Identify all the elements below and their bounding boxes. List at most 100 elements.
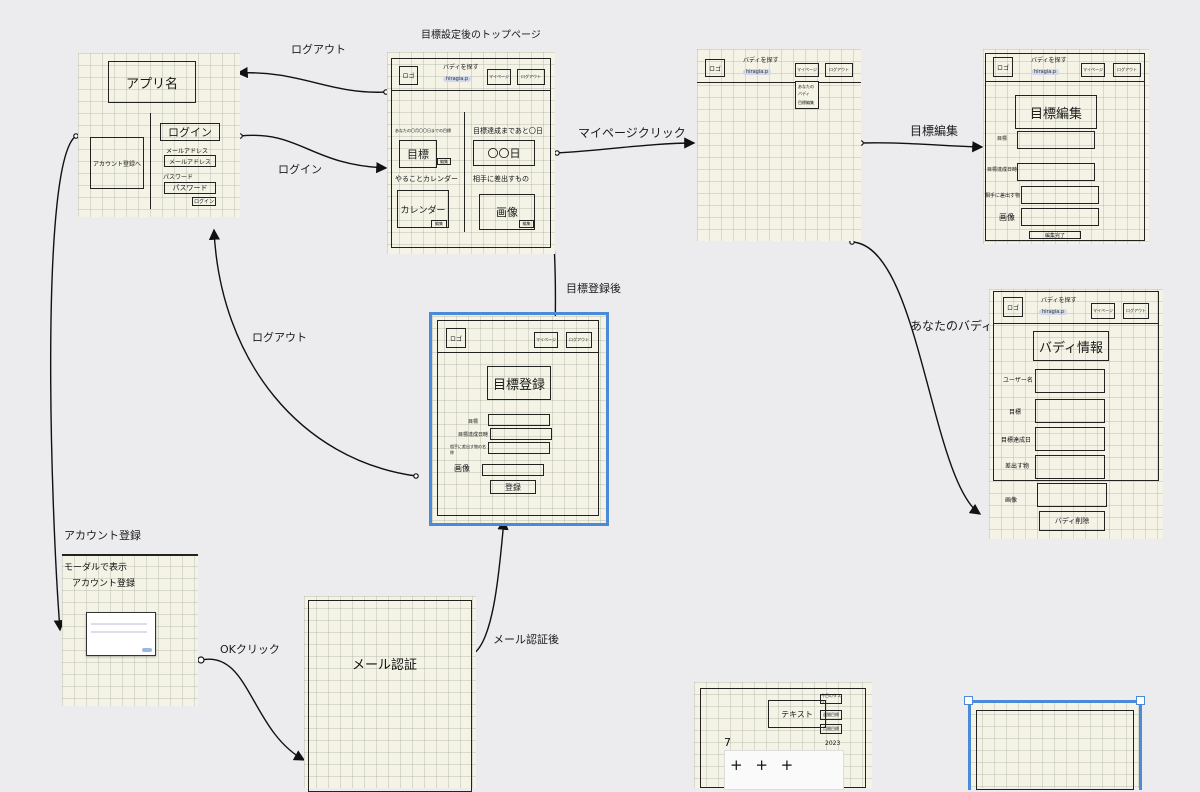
image-field <box>1037 483 1107 507</box>
edge-label-login: ログイン <box>278 163 322 176</box>
logout-button[interactable]: ログアウト <box>566 332 592 348</box>
frame-mypage[interactable]: ロゴ バディを探す hiragia.p マイページ ログアウト あなたの バディ… <box>697 49 861 241</box>
find-buddy-link[interactable]: バディを探す <box>1041 297 1077 304</box>
mypage-button[interactable]: マイページ <box>534 332 558 348</box>
modal-ok-button[interactable] <box>142 648 152 652</box>
search-input[interactable]: hiragia.p <box>1031 69 1060 75</box>
register-submit-button[interactable]: 登録 <box>490 480 536 494</box>
modal-title: アカウント登録 <box>72 579 136 589</box>
mypage-button[interactable]: マイページ <box>1081 63 1105 77</box>
image-box: 画像 <box>479 194 535 230</box>
resize-handle-tl[interactable] <box>964 696 973 705</box>
offer-label: 差出す物 <box>1005 463 1030 470</box>
offer-label: 相手に差出すもの <box>473 175 529 183</box>
calendar-edit-button[interactable]: 編集 <box>431 220 447 228</box>
date-field[interactable] <box>490 428 552 440</box>
header-divider <box>985 81 1145 82</box>
today-task-button[interactable]: 今日のタスク <box>820 693 842 704</box>
user-field <box>1035 369 1105 393</box>
mail-field[interactable]: メールアドレス <box>164 155 216 167</box>
frame-calendar[interactable]: テキスト 今日のタスク 週間目標 月間目標 7 2023 + + + <box>694 682 872 790</box>
edge-ok <box>200 658 306 761</box>
date-field[interactable] <box>1017 163 1095 181</box>
search-input[interactable]: hiragia.p <box>1039 309 1068 315</box>
edge-goal-edit <box>860 141 984 153</box>
monthly-goal-button[interactable]: 月間目標 <box>820 724 842 734</box>
edge-label-logout-top: ログアウト <box>291 43 346 56</box>
logout-button[interactable]: ログアウト <box>1113 63 1141 77</box>
goal-field[interactable] <box>488 414 550 426</box>
login-title: ログイン <box>160 123 220 141</box>
goal-label: 目標 <box>997 136 1008 142</box>
edge-label-account: アカウント登録 <box>64 529 141 542</box>
edge-label-logout-mid: ログアウト <box>252 331 307 344</box>
frame-goal-edit[interactable]: ロゴ バディを探す hiragia.p マイページ ログアウト 目標編集 目標 … <box>983 49 1149 244</box>
frame-goal-register[interactable]: ロゴ マイページ ログアウト 目標登録 目標 目標達成日時 相手に差出す物の名称… <box>432 316 608 524</box>
date-label: 目標達成日時 <box>987 167 1018 173</box>
modal-dialog[interactable] <box>86 612 156 656</box>
frame-mail-auth[interactable]: メール認証 <box>304 596 476 792</box>
edge-account <box>49 135 77 632</box>
remain-label: あなたの〇月〇〇日までの目標 <box>395 128 451 133</box>
edge-label-ok: OKクリック <box>220 643 280 656</box>
logout-button[interactable]: ログアウト <box>517 69 545 85</box>
find-buddy-link[interactable]: バディを探す <box>1031 57 1067 64</box>
calendar-year: 2023 <box>825 740 841 747</box>
mypage-dropdown: あなたの バディ 目標編集 <box>795 81 819 109</box>
menu-buddy[interactable]: バディ <box>798 91 810 96</box>
edge-mypage <box>556 137 696 154</box>
weekly-goal-button[interactable]: 週間目標 <box>820 710 842 720</box>
mail-outline <box>308 600 472 792</box>
register-outline <box>437 320 599 516</box>
search-input[interactable]: hiragia.p <box>743 69 772 75</box>
modal-topbar <box>62 554 198 556</box>
search-input[interactable]: hiragia.p <box>443 76 472 82</box>
resize-handle-tr[interactable] <box>1136 696 1145 705</box>
offer-field[interactable] <box>488 442 550 454</box>
modal-note: モーダルで表示 <box>64 563 128 573</box>
login-button[interactable]: ログイン <box>192 197 216 206</box>
image-edit-button[interactable]: 編集 <box>519 220 534 228</box>
find-buddy-link[interactable]: バディを探す <box>743 57 779 64</box>
mypage-button[interactable]: マイページ <box>795 63 819 77</box>
user-label: ユーザー名 <box>1003 377 1033 384</box>
mail-label: メールアドレス <box>166 148 209 155</box>
logo-box: ロゴ <box>1003 297 1023 317</box>
image-field[interactable] <box>482 464 544 476</box>
image-label: 画像 <box>454 464 470 473</box>
account-register-button[interactable]: アカウント登録へ <box>90 137 144 189</box>
mypage-button[interactable]: マイページ <box>487 69 511 85</box>
edge-login <box>239 134 388 174</box>
frame-login[interactable]: アプリ名 アカウント登録へ ログイン メールアドレス メールアドレス パスワード… <box>78 53 240 217</box>
logout-button[interactable]: ログアウト <box>825 63 853 77</box>
menu-your[interactable]: あなたの <box>798 84 814 89</box>
text-box: テキスト <box>768 700 826 728</box>
edit-outline <box>985 53 1145 241</box>
goal-edit-button[interactable]: 編集 <box>437 158 451 165</box>
find-buddy-link[interactable]: バディを探す <box>443 64 479 71</box>
image-label: 画像 <box>1005 497 1018 504</box>
mypage-button[interactable]: マイページ <box>1091 303 1115 319</box>
edge-buddy <box>851 241 982 515</box>
menu-goal-edit[interactable]: 目標編集 <box>798 100 814 105</box>
buddy-delete-button[interactable]: バディ削除 <box>1039 511 1105 531</box>
header-divider <box>391 90 551 91</box>
top-page-outline <box>391 58 551 248</box>
app-name-box: アプリ名 <box>108 61 196 103</box>
frame-empty[interactable] <box>970 702 1140 790</box>
pw-field[interactable]: パスワード <box>164 182 216 194</box>
selection-outline-2 <box>968 700 1142 790</box>
goal-field[interactable] <box>1017 131 1095 149</box>
image-field[interactable] <box>1021 208 1099 226</box>
frame-account-modal[interactable]: モーダルで表示 アカウント登録 <box>62 554 198 706</box>
edit-done-button[interactable]: 編集完了 <box>1029 231 1081 239</box>
calendar-month: 7 <box>724 736 731 749</box>
frame-buddy-info[interactable]: ロゴ バディを探す hiragia.p マイページ ログアウト バディ情報 ユー… <box>989 289 1163 539</box>
date-label: 目標達成日 <box>1001 437 1032 444</box>
add-markers[interactable]: + + + <box>730 756 798 774</box>
frame-top-page[interactable]: ロゴ バディを探す hiragia.p マイページ ログアウト あなたの〇月〇〇… <box>387 52 555 254</box>
offer-field[interactable] <box>1021 186 1099 204</box>
goal-label: 目標 <box>1009 409 1022 416</box>
logout-button[interactable]: ログアウト <box>1123 303 1149 319</box>
header-divider <box>697 82 861 83</box>
